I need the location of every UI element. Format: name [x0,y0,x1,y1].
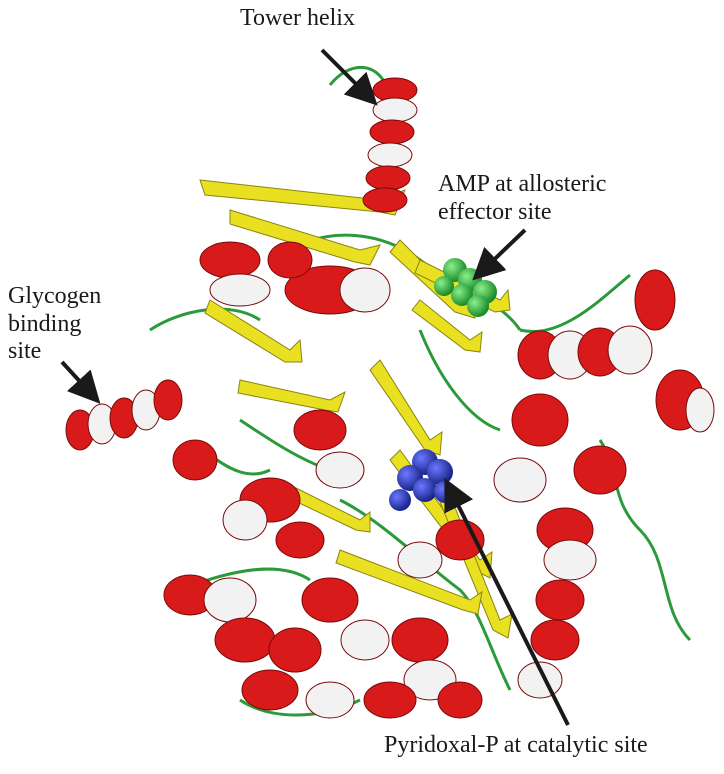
pyridoxal-arrow [444,477,570,726]
beta-sheets [199,179,513,639]
annotation-arrows [60,48,570,726]
glycogen-arrow [60,360,101,404]
pyridoxal-site-label: Pyridoxal-P at catalytic site [384,732,648,758]
alpha-helices [65,77,715,719]
pyridoxal-ligand [389,449,456,511]
tower-helix-label: Tower helix [240,5,355,31]
amp-arrow [472,228,527,281]
glycogen-site-label: Glycogen binding site [8,283,102,365]
glycogen-helix [65,379,183,451]
tower-helix-arrow [320,48,378,106]
amp-site-label: AMP at allosteric effector site [438,171,607,225]
tower-helix [362,77,418,213]
